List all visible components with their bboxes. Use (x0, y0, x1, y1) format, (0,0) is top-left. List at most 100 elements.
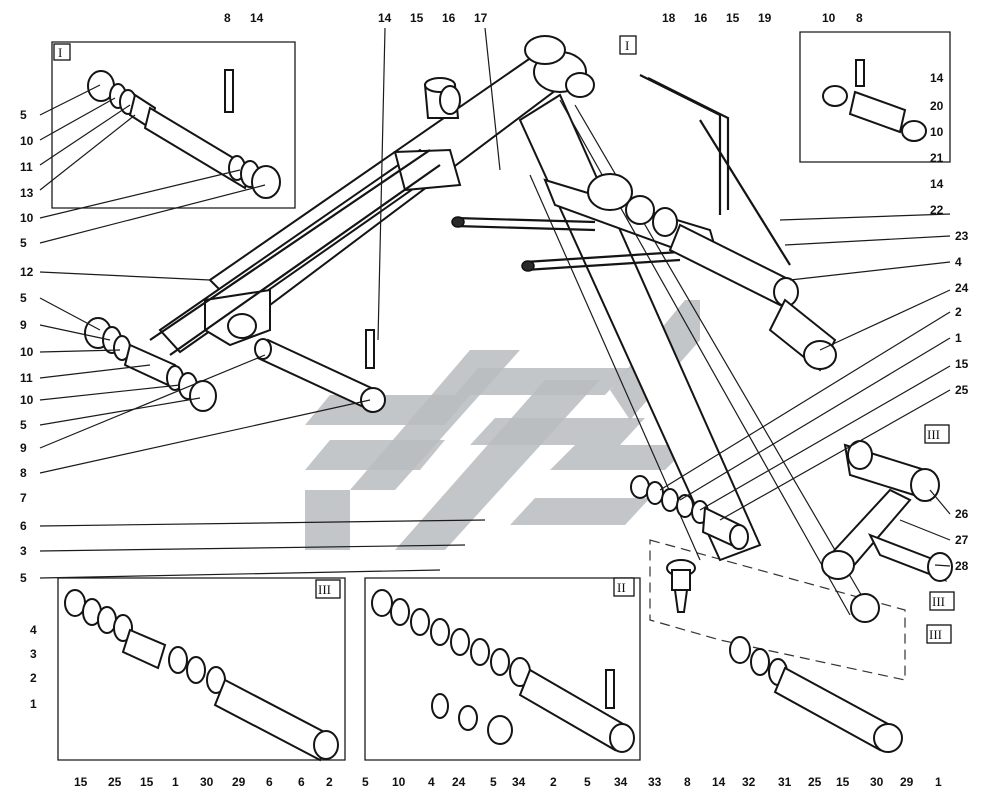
callout: 20 (930, 99, 944, 113)
tag-II: II (613, 577, 635, 597)
callout: 10 (822, 11, 836, 25)
pin-assembly-inset-III (64, 589, 339, 762)
callout: 12 (20, 265, 34, 279)
callout: 4 (955, 255, 962, 269)
callout: 25 (808, 775, 822, 789)
callout: 2 (326, 775, 333, 789)
bushing-15-16 (423, 77, 461, 119)
callout: 10 (930, 125, 944, 139)
callout: 1 (935, 775, 942, 789)
svg-text:I: I (625, 38, 629, 53)
callout: 3 (30, 647, 37, 661)
boom-cylinder (149, 35, 595, 356)
pin-assembly-inset-I (87, 69, 281, 199)
callout: 5 (490, 775, 497, 789)
callout: 15 (410, 11, 424, 25)
callout: 23 (955, 229, 969, 243)
svg-text:II: II (617, 580, 626, 595)
callout: 7 (20, 491, 27, 505)
callout: 13 (20, 186, 34, 200)
callout: 14 (930, 71, 944, 85)
callout: 3 (20, 544, 27, 558)
pin-29-bottom-right (729, 636, 903, 753)
callout: 5 (20, 236, 27, 250)
tag-III-right-top: III (924, 424, 950, 444)
callout: 2 (30, 671, 37, 685)
inset-box-III (57, 577, 346, 761)
callout: 28 (955, 559, 969, 573)
callout: 31 (778, 775, 792, 789)
callouts-inset-I-left: 8 14 5 10 11 13 10 5 (20, 11, 264, 250)
callout: 15 (726, 11, 740, 25)
callout: 19 (758, 11, 772, 25)
callout: 10 (20, 393, 34, 407)
callout: 14 (712, 775, 726, 789)
pin-assembly-inset-II (371, 589, 635, 753)
svg-text:III: III (932, 594, 945, 609)
svg-text:III: III (929, 627, 942, 642)
callout: 18 (662, 11, 676, 25)
callout: 5 (20, 418, 27, 432)
callout: 14 (930, 177, 944, 191)
callout: 10 (20, 134, 34, 148)
callout: 2 (550, 775, 557, 789)
callout: 10 (392, 775, 406, 789)
tag-I-top: I (619, 35, 637, 55)
callout: 11 (20, 160, 33, 174)
callout: 5 (362, 775, 369, 789)
callouts-left-column: 12 5 9 10 11 10 5 9 8 7 6 3 5 (20, 265, 34, 585)
callout: 5 (584, 775, 591, 789)
svg-text:III: III (927, 427, 940, 442)
callouts-inset-III: 4 3 2 1 15 25 15 1 30 29 6 (30, 623, 273, 789)
callout: 32 (742, 775, 756, 789)
callouts-inset-I-right: 10 8 14 20 10 21 14 22 (822, 11, 944, 217)
pin-assembly-inset-I-right (822, 59, 927, 142)
pin-7 (254, 329, 386, 413)
inset-box-I-left (51, 41, 296, 209)
callout: 9 (20, 318, 27, 332)
callout: 8 (224, 11, 231, 25)
tag-I-left: I (53, 43, 71, 61)
tag-III-bottom: III (926, 624, 952, 644)
callout: 25 (108, 775, 122, 789)
callout: 1 (172, 775, 179, 789)
callout: 14 (250, 11, 264, 25)
callout: 33 (648, 775, 662, 789)
callout: 5 (20, 571, 27, 585)
callout: 4 (30, 623, 37, 637)
callout: 5 (20, 291, 27, 305)
callout: 17 (474, 11, 488, 25)
callout: 6 (266, 775, 273, 789)
inset-box-I-right (799, 31, 951, 163)
callout: 16 (694, 11, 708, 25)
callout: 15 (836, 775, 850, 789)
callout: 29 (232, 775, 246, 789)
callout: 24 (452, 775, 466, 789)
link-lever (821, 440, 953, 623)
callout: 24 (955, 281, 969, 295)
callout: 11 (20, 371, 33, 385)
callout: 6 (20, 519, 27, 533)
callout: 21 (930, 151, 944, 165)
callout: 8 (856, 11, 863, 25)
svg-text:I: I (58, 45, 62, 60)
callout: 16 (442, 11, 456, 25)
hydraulic-lines (451, 74, 791, 272)
callout: 8 (20, 466, 27, 480)
inset-box-II (364, 577, 641, 761)
callout: 15 (955, 357, 969, 371)
callout: 10 (20, 345, 34, 359)
callouts-inset-II: 6 2 5 10 4 24 5 34 2 5 34 33 8 (298, 775, 691, 789)
stick-cylinder (587, 173, 837, 372)
leader-lines (39, 27, 951, 579)
callout: 30 (200, 775, 214, 789)
callout: 2 (955, 305, 962, 319)
callout: 22 (930, 203, 944, 217)
tag-III-right-bottom: III (929, 591, 955, 611)
callout: 14 (378, 11, 392, 25)
callout: 6 (298, 775, 305, 789)
callout: 5 (20, 108, 27, 122)
callouts-right-column: 23 4 24 2 1 15 25 26 27 28 (955, 229, 969, 573)
